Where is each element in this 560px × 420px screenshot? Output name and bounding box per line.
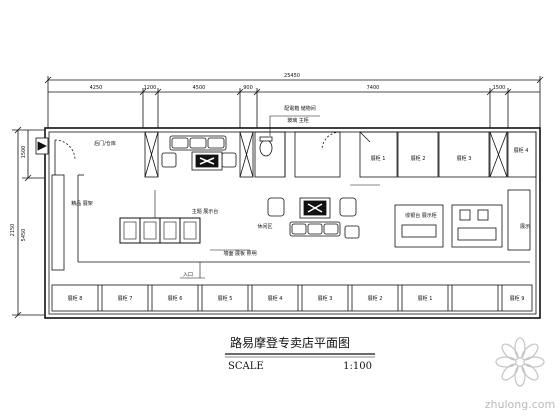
wall-note-label: 墙面 展板 照明 [223, 250, 256, 257]
bottom-cabinet-label: 展柜 5 [218, 295, 233, 302]
left-dim-lower-label: 5450 [21, 229, 27, 242]
top-cabinet-2-label: 展柜 2 [411, 155, 426, 162]
bottom-cabinet-row [51, 284, 533, 312]
overall-width-label: 25450 [284, 73, 300, 79]
left-dim-upper-label: 1500 [21, 146, 27, 159]
left-wall-shelves [51, 174, 530, 271]
segment-1-label: 4250 [90, 85, 103, 91]
entrance-door-icon [35, 137, 76, 175]
display-counter-row [119, 190, 201, 244]
segment-3-label: 4500 [193, 85, 206, 91]
top-cabinet-4-label: 展柜 4 [514, 147, 529, 154]
segment-5-label: 7400 [367, 85, 380, 91]
segment-4-label: 900 [243, 85, 253, 91]
top-wall-segment-left [144, 131, 254, 178]
sign-top-callout [269, 115, 320, 136]
top-cabinet-1-label: 展柜 1 [371, 155, 386, 162]
cashier-counter [394, 189, 531, 251]
outer-walls [44, 127, 541, 319]
left-dimension-lines [12, 126, 44, 319]
bottom-cabinet-label: 展柜 7 [118, 295, 133, 302]
plan-title: 路易摩登专卖店平面图 [230, 335, 350, 350]
top-dimension-lines [44, 76, 544, 128]
wall-note-callout [180, 249, 250, 279]
bottom-cabinet-label: 展柜 6 [168, 295, 183, 302]
wall-shelf-label: 精品 展架 [71, 200, 93, 207]
sofa-set-upper [161, 135, 237, 171]
bottom-cabinet-label: 展柜 9 [510, 295, 525, 302]
watermark-emblem-icon [495, 337, 545, 387]
scale-value: 1:100 [343, 361, 372, 372]
sofa-area-label: 休闲区 [257, 223, 272, 230]
side-note-label: 展示 [520, 224, 530, 230]
bottom-cabinet-label: 展柜 4 [268, 295, 283, 302]
segment-2-label: 1200 [144, 85, 157, 91]
bottom-cabinet-label: 展柜 8 [68, 295, 83, 302]
bottom-cabinet-label: 展柜 2 [368, 295, 383, 302]
scale-label: SCALE [228, 361, 264, 372]
sign-top-label: 玻璃 主柜 [287, 117, 309, 124]
segment-6-label: 1500 [493, 85, 506, 91]
sofa-set-center [267, 197, 360, 239]
watermark-text: zhulong.com [485, 398, 555, 411]
corner-label: 后门/仓库 [94, 140, 116, 147]
bottom-cabinet-label: 展柜 1 [418, 295, 433, 302]
counter-label: 收银台 展示柜 [405, 212, 437, 219]
storage-room [254, 131, 341, 178]
tag-main-label: 主题 展示台 [192, 208, 219, 215]
storage-label: 配電箱 储物间 [284, 105, 316, 112]
top-cabinet-3-label: 展柜 3 [457, 155, 472, 162]
top-right-cabinets [359, 131, 537, 178]
overall-height-label: 2150 [10, 224, 16, 237]
entrance-label: 入口 [183, 272, 193, 278]
bottom-cabinet-label: 展柜 3 [318, 295, 333, 302]
